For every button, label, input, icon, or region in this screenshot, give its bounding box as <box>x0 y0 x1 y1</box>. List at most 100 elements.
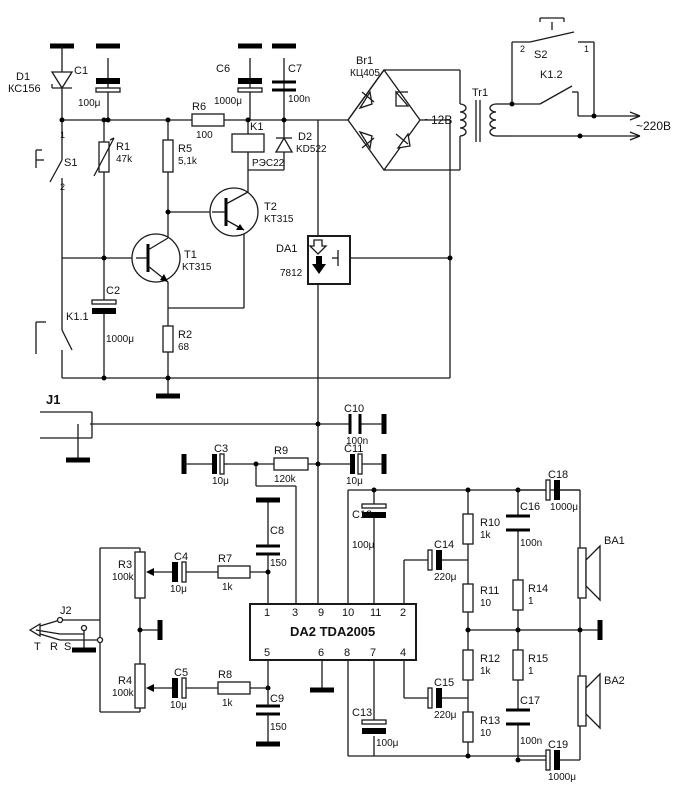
r13-ref: R13 <box>480 715 500 727</box>
junctions <box>59 101 597 763</box>
relay-contact-k11: K1.1 <box>35 311 89 354</box>
r12-value: 1k <box>480 666 492 677</box>
r10-ref: R10 <box>480 517 500 529</box>
resistor-r8: R8 1k <box>217 669 251 709</box>
r4-value: 100k <box>112 688 135 699</box>
c12-value: 100μ <box>352 540 375 551</box>
c17-value: 100n <box>520 736 542 747</box>
jack-j2: J2 T R S <box>28 605 104 653</box>
capacitor-c6: C6 1000μ <box>214 63 263 107</box>
r13-value: 10 <box>480 728 492 739</box>
c5-ref: C5 <box>174 667 188 679</box>
r1-ref: R1 <box>116 141 130 153</box>
c14-value: 220μ <box>434 572 457 583</box>
resistor-r15: R15 1 <box>512 649 548 681</box>
c10-ref: C10 <box>344 403 364 415</box>
c9-ref: C9 <box>270 693 284 705</box>
capacitor-c9: C9 150 <box>256 686 287 733</box>
resistor-r7: R7 1k <box>217 553 251 593</box>
br1-ref: Br1 <box>356 55 373 67</box>
capacitor-c12: C12 100μ <box>352 503 387 551</box>
potentiometer-r4: R4 100k <box>112 663 154 709</box>
r7-ref: R7 <box>218 553 232 565</box>
c1-value: 100μ <box>78 98 101 109</box>
capacitor-c1: C1 100μ <box>74 65 121 109</box>
c6-ref: C6 <box>216 63 230 75</box>
tr1-ref: Tr1 <box>472 87 488 99</box>
capacitor-c11: C11 10μ <box>344 443 363 487</box>
capacitor-c15: C15 220μ <box>427 677 457 721</box>
c12-ref: C12 <box>352 509 372 521</box>
c19-value: 1000μ <box>548 772 576 783</box>
s1-pin1: 1 <box>60 130 65 140</box>
ic-pin-11: 11 <box>370 607 381 619</box>
d1-ref: D1 <box>16 71 30 83</box>
ba2-ref: BA2 <box>604 675 625 687</box>
capacitor-c16: C16 100n <box>506 501 542 549</box>
capacitor-c14: C14 220μ <box>427 539 457 583</box>
c2-value: 1000μ <box>106 334 134 345</box>
resistor-r9: R9 120k <box>273 445 309 485</box>
r6-ref: R6 <box>192 101 206 113</box>
da1-ref: DA1 <box>276 243 297 255</box>
c16-value: 100n <box>520 538 542 549</box>
c4-ref: C4 <box>174 551 188 563</box>
r15-ref: R15 <box>528 653 548 665</box>
r8-ref: R8 <box>218 669 232 681</box>
ic-pin-8: 8 <box>344 647 350 659</box>
r12-ref: R12 <box>480 653 500 665</box>
capacitor-c13: C13 100μ <box>352 707 399 749</box>
capacitor-c8: C8 150 <box>256 525 287 569</box>
s1-pin2: 2 <box>60 182 65 192</box>
jack-j1: J1 <box>40 392 93 439</box>
c3-value: 10μ <box>212 476 229 487</box>
relay-coil-k1: K1 РЭС22 <box>231 121 285 169</box>
c2-ref: C2 <box>106 285 120 297</box>
j2-s: S <box>64 641 71 653</box>
r5-ref: R5 <box>178 143 192 155</box>
r9-ref: R9 <box>274 445 288 457</box>
c5-value: 10μ <box>170 700 187 711</box>
c9-value: 150 <box>270 722 287 733</box>
r3-value: 100k <box>112 572 135 583</box>
c13-value: 100μ <box>376 738 399 749</box>
ic-label: DA2 TDA2005 <box>290 624 375 639</box>
bridge-rectifier-br1: Br1 КЦ405 <box>347 55 421 172</box>
r11-ref: R11 <box>480 585 499 597</box>
resistor-r2: R2 68 <box>162 325 192 353</box>
resistor-r12: R12 1k <box>462 649 500 681</box>
r3-ref: R3 <box>118 559 132 571</box>
resistor-r11: R11 10 <box>462 583 499 613</box>
transistor-t1: T1 KT315 <box>131 233 212 283</box>
relay-contact-k12: K1.2 <box>539 69 573 105</box>
resistor-r6: R6 100 <box>191 101 225 141</box>
c14-ref: C14 <box>434 539 454 551</box>
t1-value: KT315 <box>182 262 212 273</box>
r14-ref: R14 <box>528 583 548 595</box>
ic-pin-6: 6 <box>318 647 324 659</box>
capacitor-c7: C7 100n <box>272 63 310 105</box>
c6-value: 1000μ <box>214 96 242 107</box>
k11-ref: K1.1 <box>66 311 89 323</box>
s2-pin1: 1 <box>584 44 589 54</box>
j2-t: T <box>34 641 41 653</box>
k12-ref: K1.2 <box>540 69 563 81</box>
regulator-da1: DA1 7812 <box>276 235 351 285</box>
c7-value: 100n <box>288 94 310 105</box>
ic-da2: DA2 TDA2005 1 3 9 10 11 2 5 6 8 7 4 <box>249 603 417 661</box>
s1-ref: S1 <box>64 157 77 169</box>
k1-ref: K1 <box>250 121 263 133</box>
r1-value: 47k <box>116 154 133 165</box>
r7-value: 1k <box>222 582 234 593</box>
ic-pin-5: 5 <box>264 647 270 659</box>
br1-value: КЦ405 <box>350 68 380 79</box>
resistor-r10: R10 1k <box>462 513 500 545</box>
ic-pin-4: 4 <box>400 647 406 659</box>
capacitor-c4: C4 10μ <box>170 551 188 595</box>
ic-pin-3: 3 <box>292 607 298 619</box>
capacitor-c2: C2 1000μ <box>91 285 134 350</box>
v12-label: ~12В <box>424 113 452 127</box>
capacitor-c10: C10 100n <box>344 403 368 447</box>
j2-r: R <box>50 641 58 653</box>
